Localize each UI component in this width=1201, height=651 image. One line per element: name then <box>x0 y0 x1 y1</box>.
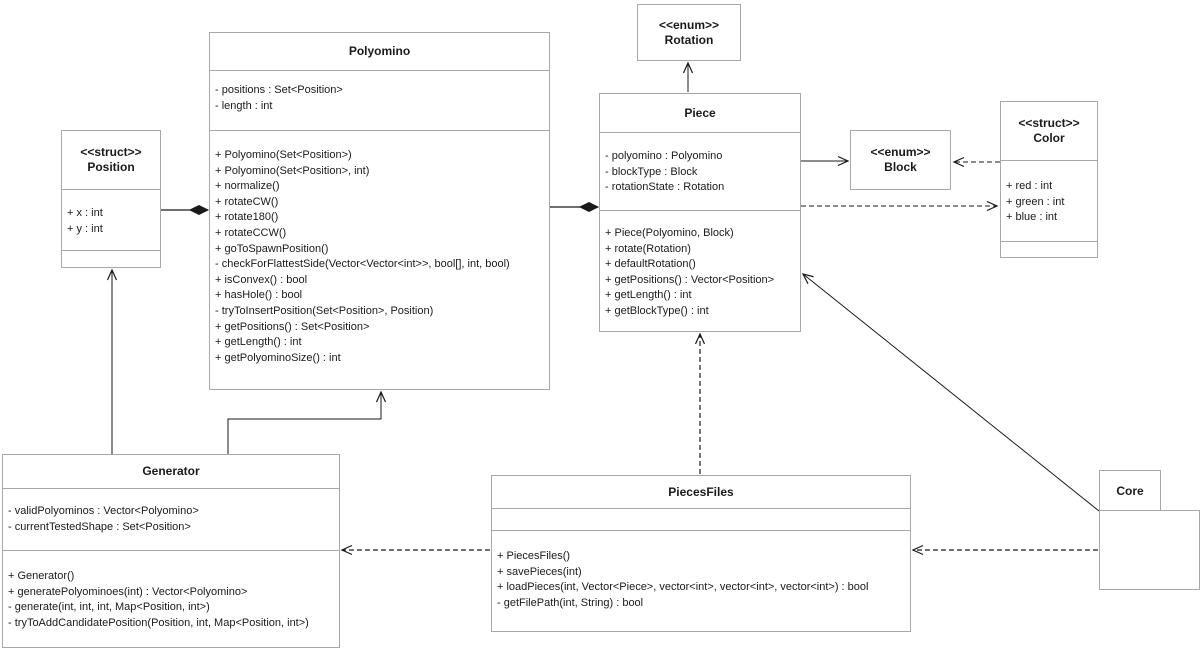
class-generator-methods: + Generator() + generatePolyominoes(int) … <box>3 551 339 647</box>
class-generator[interactable]: Generator - validPolyominos : Vector<Pol… <box>2 454 340 648</box>
member-line: + Polyomino(Set<Position>) <box>215 149 352 161</box>
member-line: + getPositions() : Vector<Position> <box>605 273 775 286</box>
package-core-tab[interactable]: Core <box>1099 470 1161 511</box>
member-line: + isConvex() : bool <box>215 273 308 286</box>
member-line: + getPositions() : Set<Position> <box>215 320 370 333</box>
member-line: + Piece(Polyomino, Block) <box>605 227 734 239</box>
member-line: + goToSpawnPosition() <box>215 242 329 255</box>
member-line: + Polyomino(Set<Position>, int) <box>215 164 370 177</box>
class-color-stereotype: <<struct>> <box>1018 116 1080 130</box>
class-piecesfiles-name: PiecesFiles <box>668 484 734 499</box>
member-line: + generatePolyominoes(int) : Vector<Poly… <box>8 585 248 598</box>
member-line: - generate(int, int, int, Map<Position, … <box>8 601 210 614</box>
class-color-title: <<struct>> Color <box>1001 102 1097 161</box>
class-polyomino-methods: + Polyomino(Set<Position>) + Polyomino(Se… <box>210 131 549 389</box>
package-core-body[interactable] <box>1099 510 1200 590</box>
member-line: + loadPieces(int, Vector<Piece>, vector<… <box>497 581 869 594</box>
class-generator-attributes: - validPolyominos : Vector<Polyomino> - c… <box>3 489 339 551</box>
member-line: + normalize() <box>215 180 280 193</box>
member-line: + hasHole() : bool <box>215 289 303 302</box>
class-position-name: Position <box>87 160 135 174</box>
class-piecesfiles-attributes <box>492 509 910 531</box>
member-line: - positions : Set<Position> <box>215 84 343 96</box>
member-line: + Generator() <box>8 570 75 582</box>
member-line: - polyomino : Polyomino <box>605 150 723 162</box>
member-line: + getBlockType() : int <box>605 304 709 317</box>
class-piece[interactable]: Piece - polyomino : Polyomino - blockType… <box>599 93 801 332</box>
member-line: + rotateCCW() <box>215 226 287 239</box>
member-line: - validPolyominos : Vector<Polyomino> <box>8 505 199 517</box>
class-color-attributes: + red : int + green : int + blue : int <box>1001 161 1097 242</box>
class-piece-title: Piece <box>600 94 800 133</box>
class-generator-name: Generator <box>142 464 200 478</box>
enum-rotation-name: Rotation <box>664 32 714 47</box>
member-line: + defaultRotation() <box>605 258 696 271</box>
member-line: + PiecesFiles() <box>497 550 571 562</box>
member-line: + y : int <box>67 222 103 235</box>
member-line: - tryToAddCandidatePosition(Position, in… <box>8 616 309 629</box>
class-position-methods <box>62 251 160 267</box>
member-line: + getLength() : int <box>605 289 692 302</box>
package-core-name: Core <box>1116 483 1144 498</box>
enum-rotation-stereotype: <<enum>> <box>658 17 720 32</box>
enum-block-name: Block <box>884 160 917 174</box>
member-line: + rotate180() <box>215 211 279 224</box>
member-line: - getFilePath(int, String) : bool <box>497 596 644 609</box>
class-color-name: Color <box>1033 131 1065 145</box>
class-position-title: <<struct>> Position <box>62 131 160 190</box>
class-polyomino[interactable]: Polyomino - positions : Set<Position> - l… <box>209 32 550 390</box>
member-line: - blockType : Block <box>605 165 698 178</box>
class-generator-title: Generator <box>3 455 339 489</box>
member-line: - tryToInsertPosition(Set<Position>, Pos… <box>215 304 434 317</box>
class-piecesfiles-title: PiecesFiles <box>492 476 910 509</box>
class-piece-name: Piece <box>684 105 716 120</box>
member-line: + getPolyominoSize() : int <box>215 351 341 364</box>
class-position-stereotype: <<struct>> <box>80 145 142 159</box>
member-line: - currentTestedShape : Set<Position> <box>8 520 191 533</box>
class-piece-attributes: - polyomino : Polyomino - blockType : Blo… <box>600 133 800 211</box>
member-line: + rotate(Rotation) <box>605 242 691 255</box>
class-color-methods <box>1001 242 1097 257</box>
member-line: - rotationState : Rotation <box>605 181 725 194</box>
member-line: + x : int <box>67 207 103 219</box>
edge-association-generator-polyomino <box>227 390 387 454</box>
member-line: + green : int <box>1006 195 1065 208</box>
class-polyomino-attributes: - positions : Set<Position> - length : in… <box>210 71 549 131</box>
class-piecesfiles[interactable]: PiecesFiles + PiecesFiles() + savePieces(… <box>491 475 911 632</box>
member-line: + savePieces(int) <box>497 565 582 578</box>
class-piecesfiles-methods: + PiecesFiles() + savePieces(int) + loadPi… <box>492 531 910 631</box>
member-line: + rotateCW() <box>215 195 279 208</box>
member-line: - length : int <box>215 99 273 112</box>
enum-block-title: <<enum>> Block <box>851 131 950 189</box>
enum-block[interactable]: <<enum>> Block <box>850 130 951 190</box>
class-position[interactable]: <<struct>> Position + x : int + y : int <box>61 130 161 268</box>
member-line: + red : int <box>1006 180 1053 192</box>
class-piece-methods: + Piece(Polyomino, Block) + rotate(Rotati… <box>600 211 800 331</box>
class-position-attributes: + x : int + y : int <box>62 190 160 251</box>
member-line: - checkForFlattestSide(Vector<Vector<int… <box>215 258 510 271</box>
enum-block-stereotype: <<enum>> <box>870 145 931 159</box>
member-line: + blue : int <box>1006 211 1058 224</box>
member-line: + getLength() : int <box>215 336 302 349</box>
enum-rotation-title: <<enum>> Rotation <box>638 5 740 60</box>
class-color[interactable]: <<struct>> Color + red : int + green : in… <box>1000 101 1098 258</box>
class-polyomino-name: Polyomino <box>348 44 411 58</box>
enum-rotation[interactable]: <<enum>> Rotation <box>637 4 741 61</box>
class-polyomino-title: Polyomino <box>210 33 549 71</box>
